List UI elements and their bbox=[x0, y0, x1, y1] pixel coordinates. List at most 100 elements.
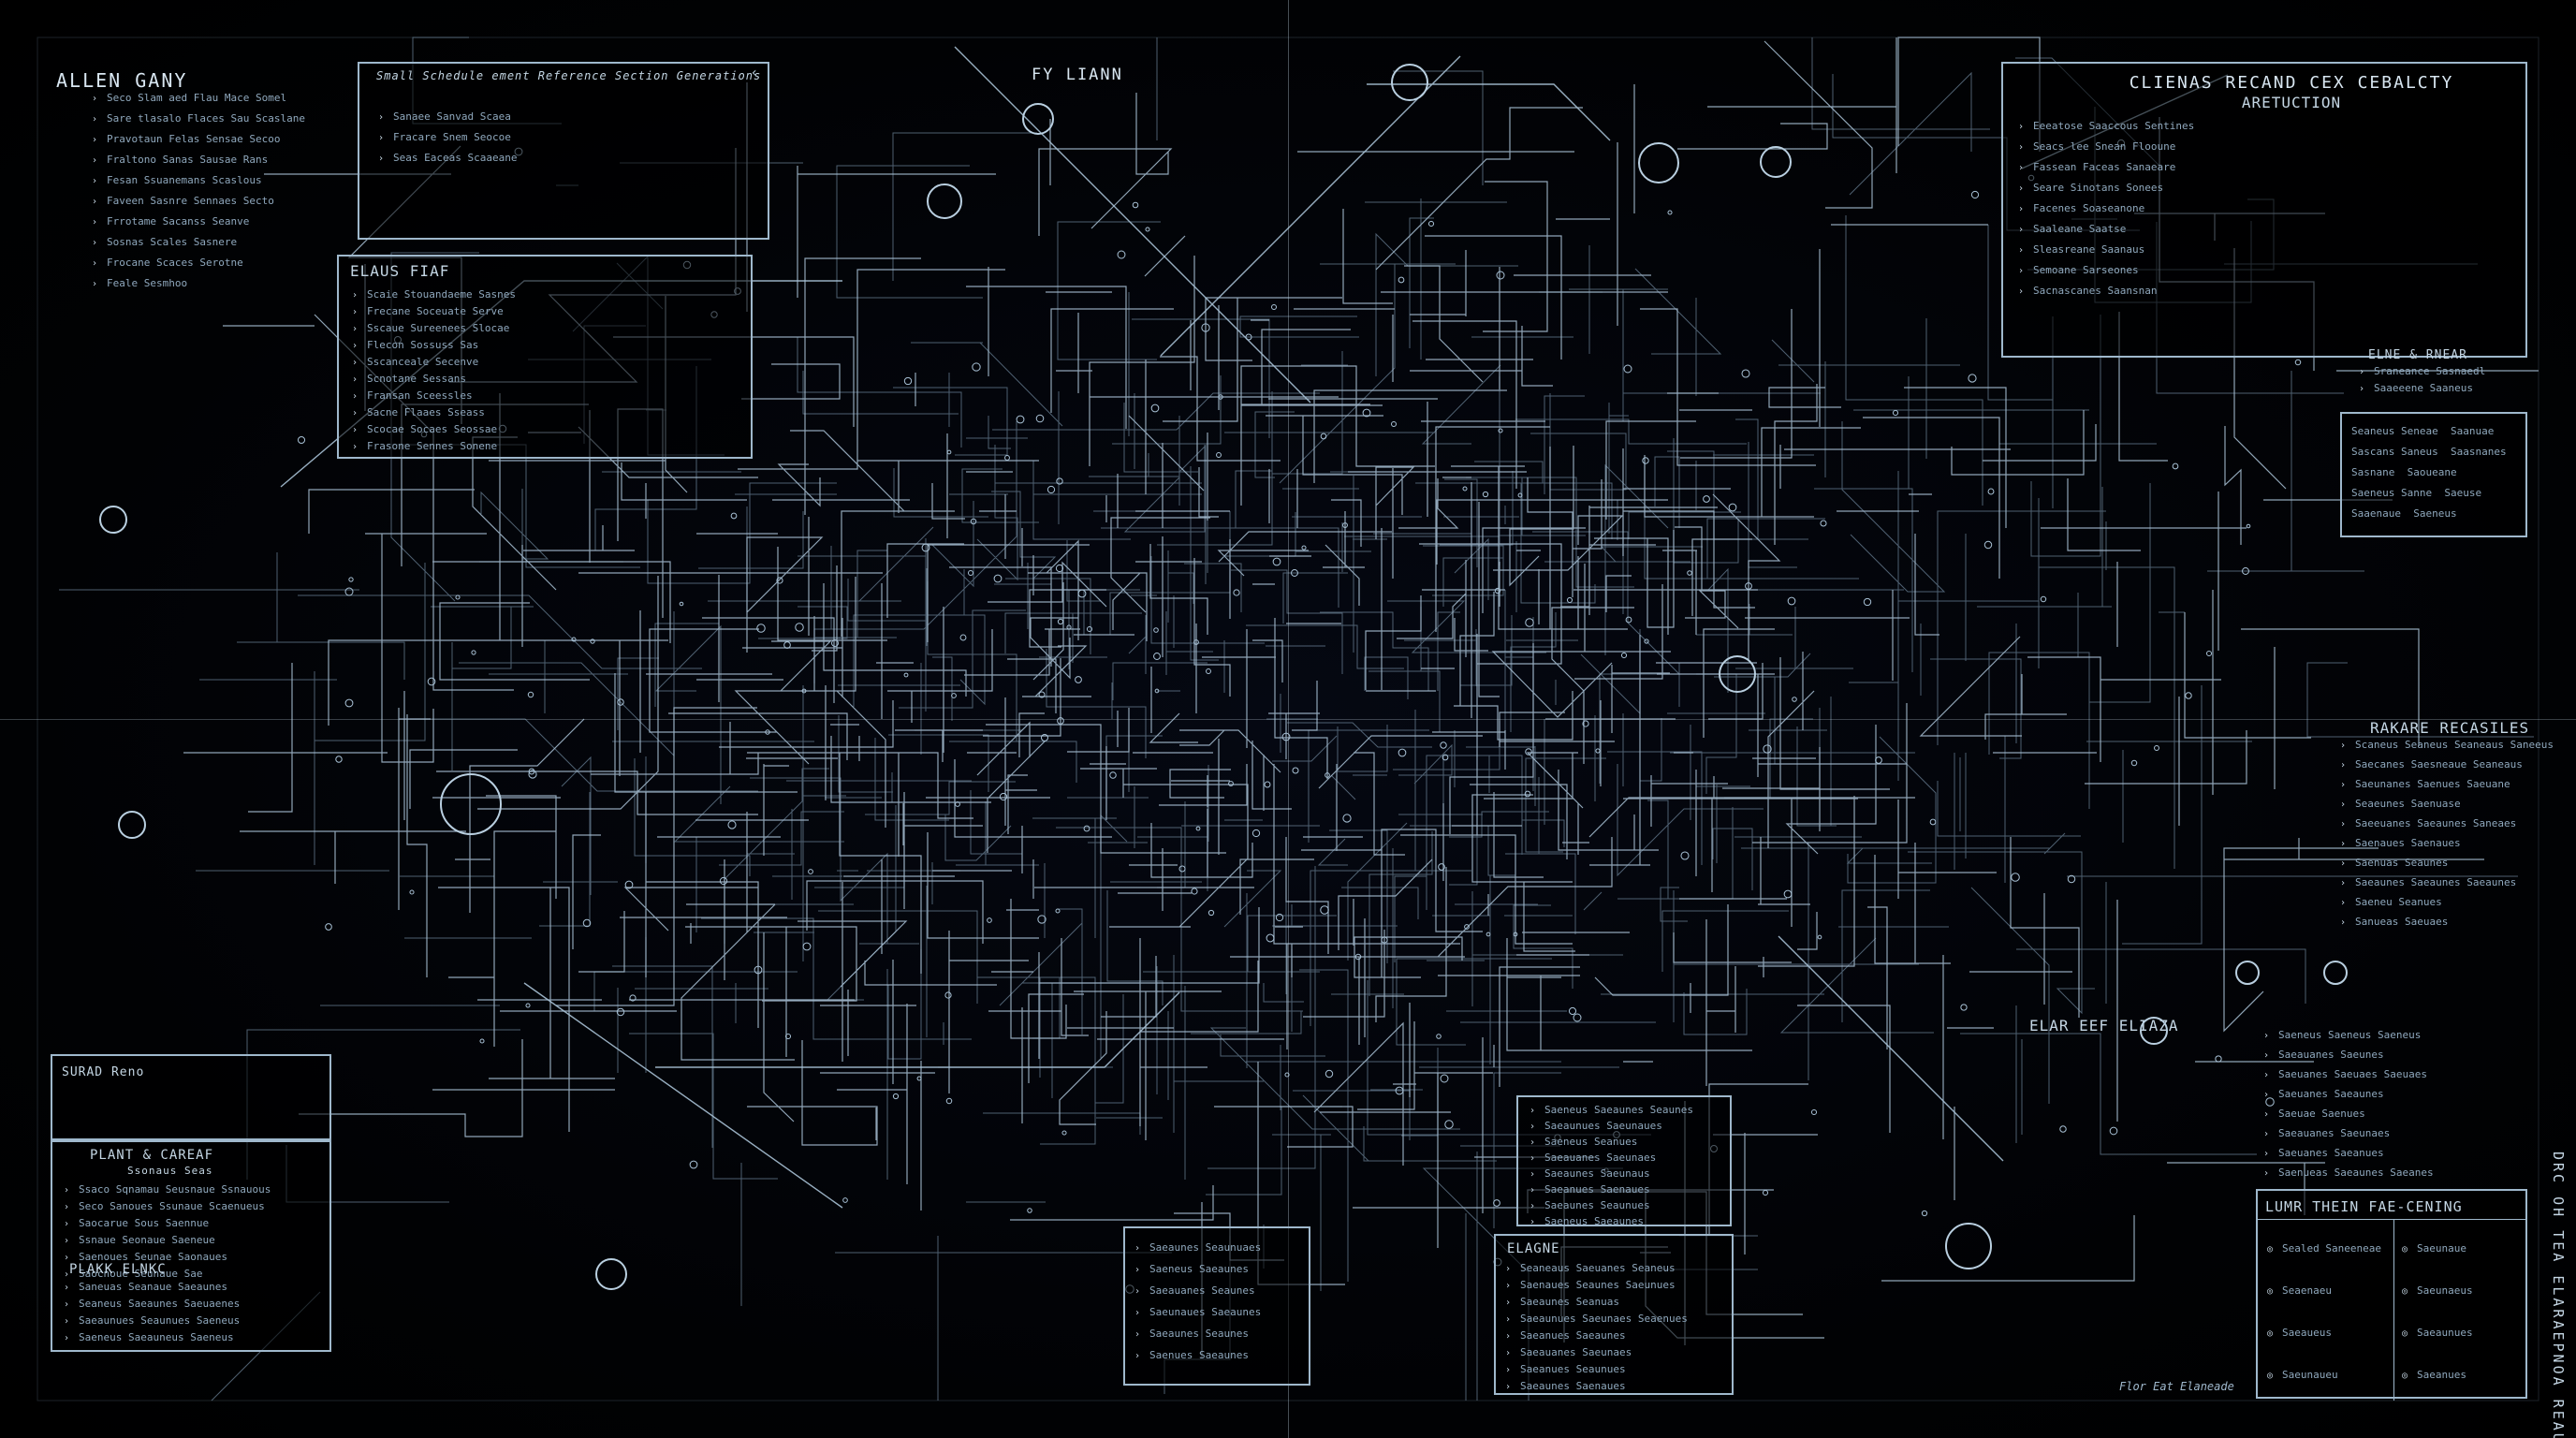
legend-item: ›Saeanues Seaunues bbox=[1505, 1363, 1626, 1375]
terminal-node bbox=[808, 869, 813, 874]
legend-item: ›Saeauanes Saeunaes bbox=[1505, 1346, 1632, 1358]
legend-right-mid-title: ELNE & RNEAR bbox=[2368, 348, 2467, 362]
terminal-node bbox=[921, 543, 930, 552]
terminal-node bbox=[2130, 759, 2138, 767]
terminal-node bbox=[528, 768, 535, 775]
terminal-node bbox=[1863, 597, 1872, 607]
terminal-node bbox=[1320, 433, 1327, 440]
motor-icon bbox=[1638, 142, 1679, 183]
terminal-node bbox=[1525, 618, 1534, 627]
terminal-node bbox=[571, 637, 577, 642]
terminal-node bbox=[903, 672, 909, 678]
terminal-node bbox=[1398, 748, 1407, 757]
meter-icon bbox=[2235, 961, 2260, 985]
terminal-node bbox=[1178, 865, 1186, 873]
title-cell: ◎Saeunaueu bbox=[2267, 1369, 2338, 1381]
terminal-node bbox=[1216, 452, 1222, 458]
legend-item: ›Saeneu Seanues bbox=[2340, 896, 2442, 908]
terminal-node bbox=[528, 770, 537, 779]
legend-item: ›Saeeuanes Saeaunes Saneaes bbox=[2340, 817, 2517, 829]
legend-top-left-list: ›Seco Slam aed Flau Mace Somel ›Sare tla… bbox=[92, 88, 305, 294]
legend-item: ›Saeaunes Seaunues bbox=[1530, 1199, 1650, 1211]
legend-item: ›Saeneus Seanues bbox=[1530, 1136, 1638, 1148]
terminal-node bbox=[946, 449, 952, 455]
terminal-node bbox=[1892, 409, 1899, 417]
terminal-node bbox=[1150, 404, 1160, 413]
note-item: ›Fracare Snem Seocoe bbox=[378, 131, 511, 143]
legend-item: ›Saeunanes Saenues Saeuane bbox=[2340, 778, 2510, 790]
legend-item: ›Sacne Flaaes Sseass bbox=[352, 406, 485, 418]
terminal-node bbox=[1191, 888, 1198, 895]
legend-mid-left-box: ELAUS FIAF ›Scaie Stouandaeme Sasnes ›Fr… bbox=[337, 255, 753, 459]
legend-mid-left-list: ›Scaie Stouandaeme Sasnes ›Frecane Soceu… bbox=[352, 286, 516, 455]
terminal-node bbox=[582, 918, 592, 928]
terminal-node bbox=[2040, 595, 2047, 603]
terminal-node bbox=[1037, 915, 1046, 924]
terminal-node bbox=[783, 641, 791, 649]
legend-item: ›Feale Sesmhoo bbox=[92, 277, 188, 289]
terminal-node bbox=[1066, 624, 1072, 630]
legend-item: ›Saenues Saeaunes bbox=[1134, 1349, 1249, 1361]
terminal-node bbox=[1245, 333, 1252, 341]
terminal-node bbox=[1195, 826, 1201, 831]
legend-item: ›Sare tlasalo Flaces Sau Scaslane bbox=[92, 112, 305, 125]
title-block-col-left: ◎Sealed Saneeneae ◎Seaenaeu ◎Saeaueus ◎S… bbox=[2267, 1228, 2381, 1397]
terminal-node bbox=[1968, 374, 1977, 383]
legend-item: ›Saeneus Saeneus Saeneus bbox=[2263, 1029, 2422, 1041]
terminal-node bbox=[1027, 1208, 1032, 1213]
title-block: LUMR THEIN FAE-CENING ◎Sealed Saneeneae … bbox=[2256, 1189, 2527, 1401]
terminal-node bbox=[1820, 520, 1827, 527]
terminal-node bbox=[1395, 1086, 1404, 1095]
terminal-node bbox=[1077, 589, 1087, 598]
terminal-node bbox=[1117, 250, 1126, 259]
terminal-node bbox=[1153, 627, 1159, 633]
legend-item: ›Pravotaun Felas Sensae Secoo bbox=[92, 133, 281, 145]
terminal-node bbox=[1228, 781, 1234, 786]
terminal-node bbox=[1342, 522, 1348, 528]
title-cell: ◎Sealed Saneeneae bbox=[2267, 1242, 2381, 1255]
legend-lower-right-list: ›Saeneus Saeneus Saeneus ›Saeauanes Saeu… bbox=[2263, 1026, 2434, 1183]
terminal-node bbox=[1271, 304, 1277, 310]
terminal-node bbox=[1595, 748, 1601, 754]
legend-item: ›Saocnoue Seunaue Sae bbox=[64, 1268, 203, 1280]
terminal-node bbox=[689, 1160, 698, 1169]
terminal-node bbox=[2265, 1097, 2275, 1107]
terminal-node bbox=[1442, 754, 1449, 761]
terminal-node bbox=[1035, 414, 1045, 423]
terminal-node bbox=[2246, 523, 2251, 529]
legend-right-lower-list: ›Scaneus Seaneus Seaneaus Saneeus ›Saeca… bbox=[2340, 736, 2554, 932]
legend-mid-left-title: ELAUS FIAF bbox=[350, 262, 450, 280]
legend-item: ›Sscanceale Secenve bbox=[352, 356, 479, 368]
legend-item: ›Frasone Sennes Sonene bbox=[352, 440, 498, 452]
terminal-node bbox=[2215, 1055, 2222, 1063]
legend-bl-small-box: SURAD Reno bbox=[51, 1054, 331, 1140]
legend-item: ›Saenoues Seunae Saonaues bbox=[64, 1251, 227, 1263]
legend-item: ›Frecane Soceuate Serve bbox=[352, 305, 504, 317]
legend-bl-subtitle: Ssonaus Seas bbox=[127, 1165, 213, 1177]
legend-item: ›Saeuanes Saeanues bbox=[2263, 1147, 2384, 1159]
terminal-node bbox=[1266, 933, 1275, 943]
legend-item: ›Sacnascanes Saansnan bbox=[2018, 285, 2158, 297]
terminal-node bbox=[2059, 1125, 2067, 1133]
terminal-node bbox=[344, 698, 354, 708]
terminal-node bbox=[1391, 421, 1397, 427]
terminal-node bbox=[1703, 495, 1710, 503]
terminal-node bbox=[2154, 745, 2159, 751]
terminal-node bbox=[1462, 486, 1468, 492]
legend-item: ›Saeneus Saeaunes bbox=[1530, 1215, 1644, 1227]
legend-item: ›Saeauanes Saeunes bbox=[2263, 1049, 2384, 1061]
title-cell: ◎Saeaueus bbox=[2267, 1327, 2333, 1339]
legend-item: ›Saeaunues Saeunaes Seaenues bbox=[1505, 1313, 1688, 1325]
terminal-node bbox=[1193, 639, 1199, 645]
title-cell: ◎Saeaunues bbox=[2402, 1327, 2473, 1339]
legend-item: ›Saeaunes Saenaues bbox=[1505, 1380, 1626, 1392]
legend-bl-small-title: SURAD Reno bbox=[62, 1065, 145, 1079]
terminal-node bbox=[1320, 905, 1329, 915]
terminal-node bbox=[967, 569, 974, 577]
motor-icon bbox=[440, 773, 502, 835]
terminal-node bbox=[831, 639, 839, 647]
terminal-node bbox=[1325, 1069, 1334, 1078]
title-cell: ◎Saeunaeus bbox=[2402, 1284, 2473, 1297]
legend-item: ›Saeaunes Saeunaus bbox=[1530, 1167, 1650, 1180]
legend-item: ›Saeauanes Saeunaes bbox=[2263, 1127, 2391, 1139]
